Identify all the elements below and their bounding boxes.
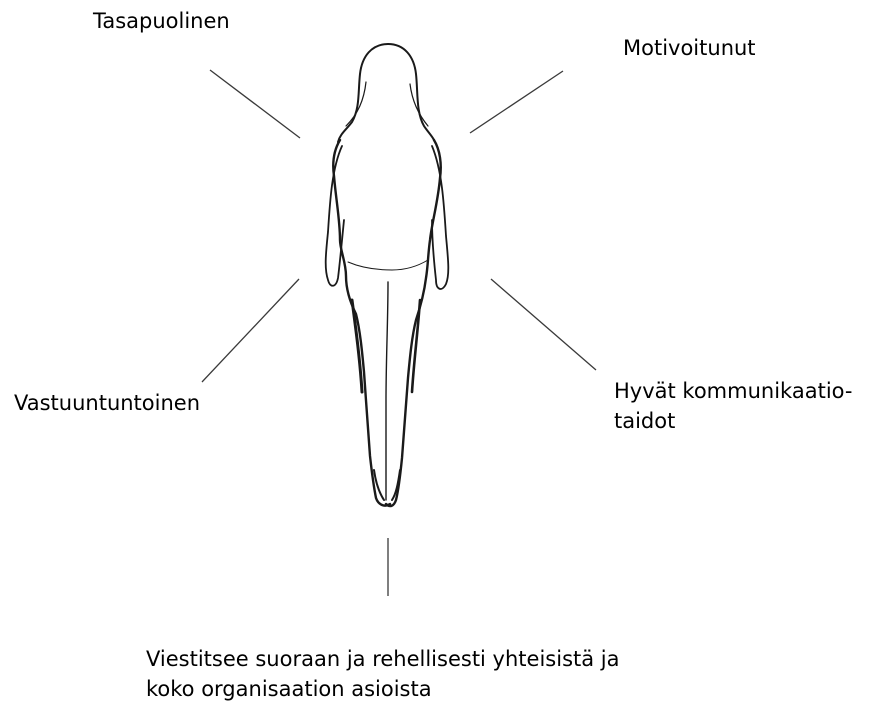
- connector-top-right: [470, 71, 563, 133]
- hair-strand: [346, 82, 366, 126]
- trait-label-honest-communication: Viestitsee suoraan ja rehellisesti yhtei…: [146, 644, 619, 704]
- trait-label-responsible: Vastuuntuntoinen: [14, 388, 200, 418]
- connector-middle-left: [202, 279, 299, 382]
- hair-outline: [338, 44, 434, 142]
- trait-label-honest-line1: Viestitsee suoraan ja rehellisesti yhtei…: [146, 644, 619, 674]
- trait-label-communication-line1: Hyvät kommunikaatio-: [614, 376, 852, 406]
- body-left-outline: [333, 140, 390, 506]
- waist-line: [348, 260, 428, 270]
- trait-label-fair: Tasapuolinen: [93, 6, 230, 36]
- leg-separation: [386, 282, 388, 500]
- trait-label-honest-line2: koko organisaation asioista: [146, 674, 619, 704]
- trait-label-motivated: Motivoitunut: [623, 33, 756, 63]
- trait-label-communication-skills: Hyvät kommunikaatio- taidot: [614, 376, 852, 436]
- connector-middle-right: [491, 279, 596, 370]
- shading-right-leg: [412, 300, 420, 392]
- connector-top-left: [210, 70, 300, 138]
- left-arm: [326, 146, 344, 286]
- trait-label-communication-line2: taidot: [614, 406, 852, 436]
- body-right-outline: [386, 140, 441, 506]
- woman-figure-illustration: [326, 44, 449, 506]
